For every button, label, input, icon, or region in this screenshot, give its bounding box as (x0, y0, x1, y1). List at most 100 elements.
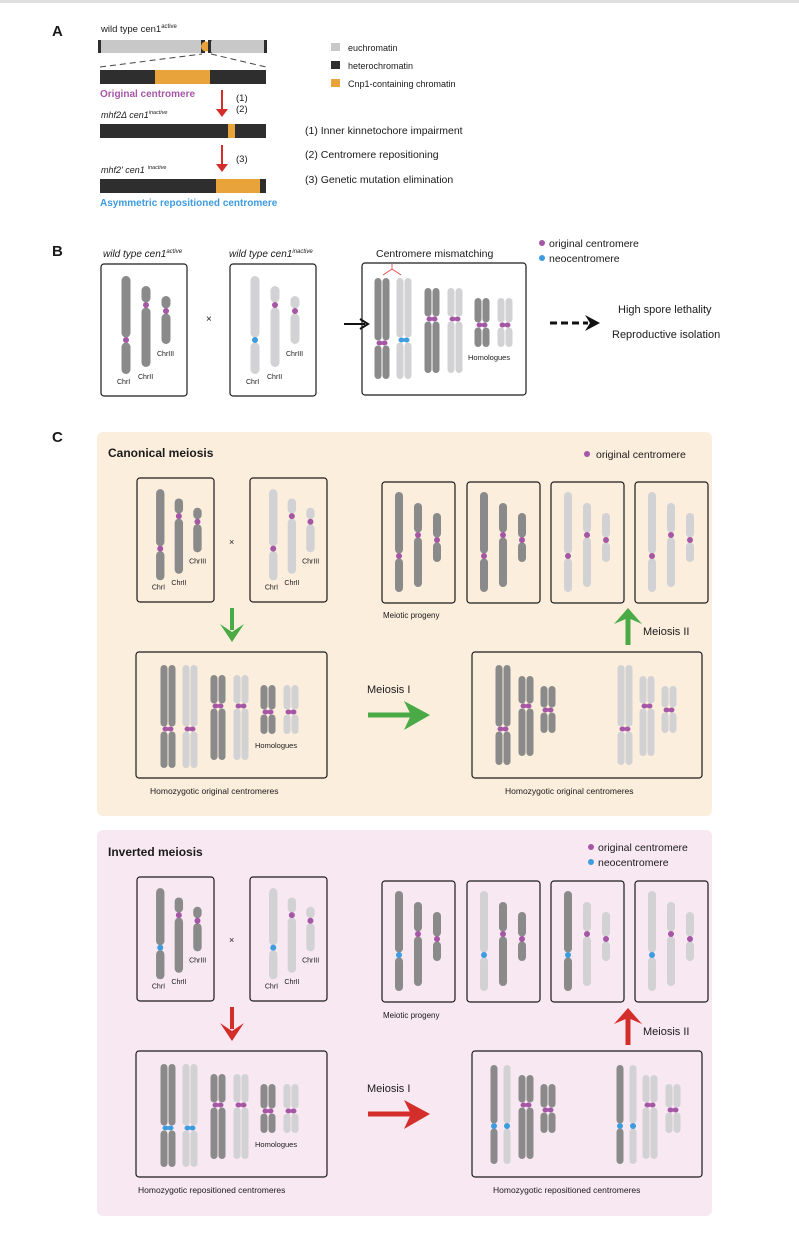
c2-hl-chr1-light-chromatid-b-upper (190, 1064, 198, 1126)
c2-pl-chr1-centromere (157, 944, 164, 951)
c1-hr-chr2-dark-centromere-b (525, 703, 532, 709)
c2-hl-chr1-dark-centromere-b (167, 1125, 174, 1131)
c1-hl-chr2-light-chromatid-a-upper (233, 675, 241, 704)
c1-pl-label-chr2: ChrII (171, 580, 186, 587)
b-right-chr1-lower-arm (250, 342, 260, 374)
b-right-label-chr2: ChrII (267, 374, 282, 381)
c2-hr-chr2-dark-chromatid-a-lower (518, 1107, 526, 1159)
legend-heterochromatin: heterochromatin (348, 61, 413, 71)
b-mm-chr1-light-chromatid-b-lower (404, 342, 412, 379)
c2-prog2-chr3-upper-arm (518, 912, 526, 937)
c1-progeny-box-3 (550, 481, 625, 604)
c1-hl-chr2-light-centromere-b (240, 703, 247, 709)
c1-left-caption: Homozygotic original centromeres (150, 786, 279, 796)
c2-left-homologues (160, 1064, 299, 1167)
c2-pl-label-chr1: ChrI (152, 984, 165, 991)
c2-prog1-chr3-centromere (434, 936, 440, 942)
c2-prog4-chr3-upper-arm (686, 912, 694, 937)
c1-hr-chr1-dark-centromere-a (497, 726, 504, 732)
inverted-panel-bg (97, 830, 712, 1216)
c2-pl-chr2-centromere (175, 912, 182, 919)
c2-prog3-chr1-centromere (565, 952, 571, 958)
c2-hr-chr2-dark-centromere-b (525, 1102, 532, 1108)
c2-legend-original: original centromere (598, 842, 688, 854)
c2-meiosis1-box (471, 1050, 703, 1178)
c1-hr-chr1-dark-centromere-b (502, 726, 509, 732)
c2-pl-chr3-lower-arm (193, 923, 202, 952)
c1-prog3-chr3-lower-arm (602, 542, 610, 562)
c2-prog4-chr2-upper-arm (667, 902, 675, 932)
c1-hl-chr2-dark-chromatid-a-upper (210, 675, 218, 704)
c1-hr-chr1-dark-chromatid-b-upper (503, 665, 511, 727)
c2-hr-chr1b-light-centromere (630, 1123, 636, 1129)
c2-prog4-chr1-lower-arm (648, 957, 656, 991)
c2-prog1-chr2-lower-arm (414, 936, 422, 986)
c1-hr-chr3-dark-chromatid-b-upper (548, 686, 556, 708)
c2-prog4-chr3-centromere (687, 936, 693, 942)
c2-hr-chr3-dark-centromere-a (542, 1107, 549, 1113)
c2-hl-chr1-light-centromere-b (189, 1125, 196, 1131)
c1-prog1-chr3-centromere (434, 537, 440, 543)
c2-prog1-chr3-lower-arm (433, 941, 441, 961)
b-right-chr1-centromere (252, 337, 258, 343)
b-right-label-chr3: ChrIII (286, 351, 303, 358)
pericentric-right (208, 40, 212, 53)
c2-prog2-chr1-lower-arm (480, 957, 488, 991)
c2-hl-chr3-light-chromatid-b-upper (291, 1084, 299, 1109)
c1-prog2-chr1-lower-arm (480, 558, 488, 592)
c1-progeny-box-1 (381, 481, 456, 604)
c1-pl-label-chr3: ChrIII (189, 559, 206, 566)
c1-parent-active-box (136, 477, 215, 603)
c2-hr-chr1b-dark-centromere (617, 1123, 623, 1129)
c2-hl-chr2-light-chromatid-b-lower (241, 1107, 249, 1159)
b-right-chr1-upper-arm (250, 276, 260, 338)
c2-prog3-chr1-upper-arm (564, 891, 572, 953)
c2-pl-chr1-upper-arm (156, 888, 165, 946)
b-left-chr1-lower-arm (121, 342, 131, 374)
c1-prog2-chr3-upper-arm (518, 513, 526, 538)
c2-hl-chr3-light-centromere-a (285, 1108, 292, 1114)
c2-prog2-chr2-lower-arm (499, 936, 507, 986)
c2-hr-chr3-dark-chromatid-b-upper (548, 1084, 556, 1108)
c2-meiosis2-label: Meiosis II (643, 1026, 689, 1038)
c1-prog4-chr1-centromere (649, 553, 655, 559)
b-right-title: wild type cen1inactive (229, 249, 313, 260)
c2-prog2-chr3-centromere (519, 936, 525, 942)
b-mm-chr2-light-chromatid-a-upper (447, 288, 455, 317)
c2-prog3-chr3-lower-arm (602, 941, 610, 961)
b-mm-chr2-light-chromatid-b-lower (455, 321, 463, 373)
b-mm-chr3-dark-chromatid-b-upper (482, 298, 490, 323)
c1-pr-chr3-upper-arm (306, 507, 315, 520)
c1-hl-chr3-light-centromere-a (285, 709, 292, 715)
c1-hl-chr1-light-chromatid-a-upper (182, 665, 190, 727)
b-mm-chr3-dark-centromere-a (476, 322, 483, 328)
c1-hl-chr1-dark-chromatid-b-upper (168, 665, 176, 727)
c2-pr-chr3-upper-arm (306, 906, 315, 919)
b-mm-chr1-light-centromere-a (398, 337, 405, 343)
c2-meiosis2-arrow-head (614, 1008, 642, 1024)
c2-prog2-chr3-lower-arm (518, 941, 526, 961)
c2-progeny-box-1 (381, 880, 456, 1003)
c1-hr-chr1-light-centromere-b (624, 726, 631, 732)
c1-hr-chr3-light-centromere-a (663, 707, 670, 713)
c1-hl-chr1-dark-centromere-a (162, 726, 169, 732)
step3-marker: (3) (236, 154, 248, 165)
c1-hr-chr2-light-chromatid-a-upper (639, 676, 647, 704)
c1-prog4-chr2-centromere (668, 532, 674, 538)
c1-hl-chr2-dark-centromere-b (217, 703, 224, 709)
c1-hl-chr3-dark-centromere-a (262, 709, 269, 715)
mhf2p-cnp1-region (216, 179, 260, 193)
c1-prog1-chr2-upper-arm (414, 503, 422, 533)
c1-pl-label-chr1: ChrI (152, 585, 165, 592)
c2-hl-chr2-dark-chromatid-b-upper (218, 1074, 226, 1103)
b-mm-chr3-dark-chromatid-a-upper (474, 298, 482, 323)
b-mm-chr2-dark-chromatid-b-upper (432, 288, 440, 317)
c2-hr-chr3-light-centromere-b (672, 1107, 679, 1113)
b-mm-chr1-dark-chromatid-a-lower (374, 345, 382, 379)
c1-hr-chr3-light-chromatid-a-lower (661, 712, 669, 733)
c1-homologues-label: Homologues (255, 741, 297, 750)
c1-parent-left-karyotype: ChrI ChrII ChrIII (152, 489, 206, 592)
